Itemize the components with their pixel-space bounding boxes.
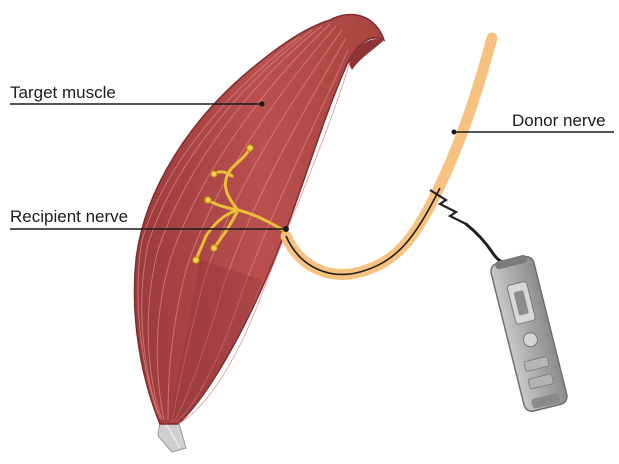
label-target-muscle: Target muscle: [10, 84, 116, 101]
muscle-tendon: [158, 420, 186, 452]
target-muscle-illustration: [134, 14, 384, 424]
label-donor-nerve: Donor nerve: [512, 112, 606, 129]
nerve-stimulator-device: [489, 253, 569, 413]
label-recipient-nerve: Recipient nerve: [10, 208, 128, 225]
stimulator-cable: [466, 224, 504, 262]
